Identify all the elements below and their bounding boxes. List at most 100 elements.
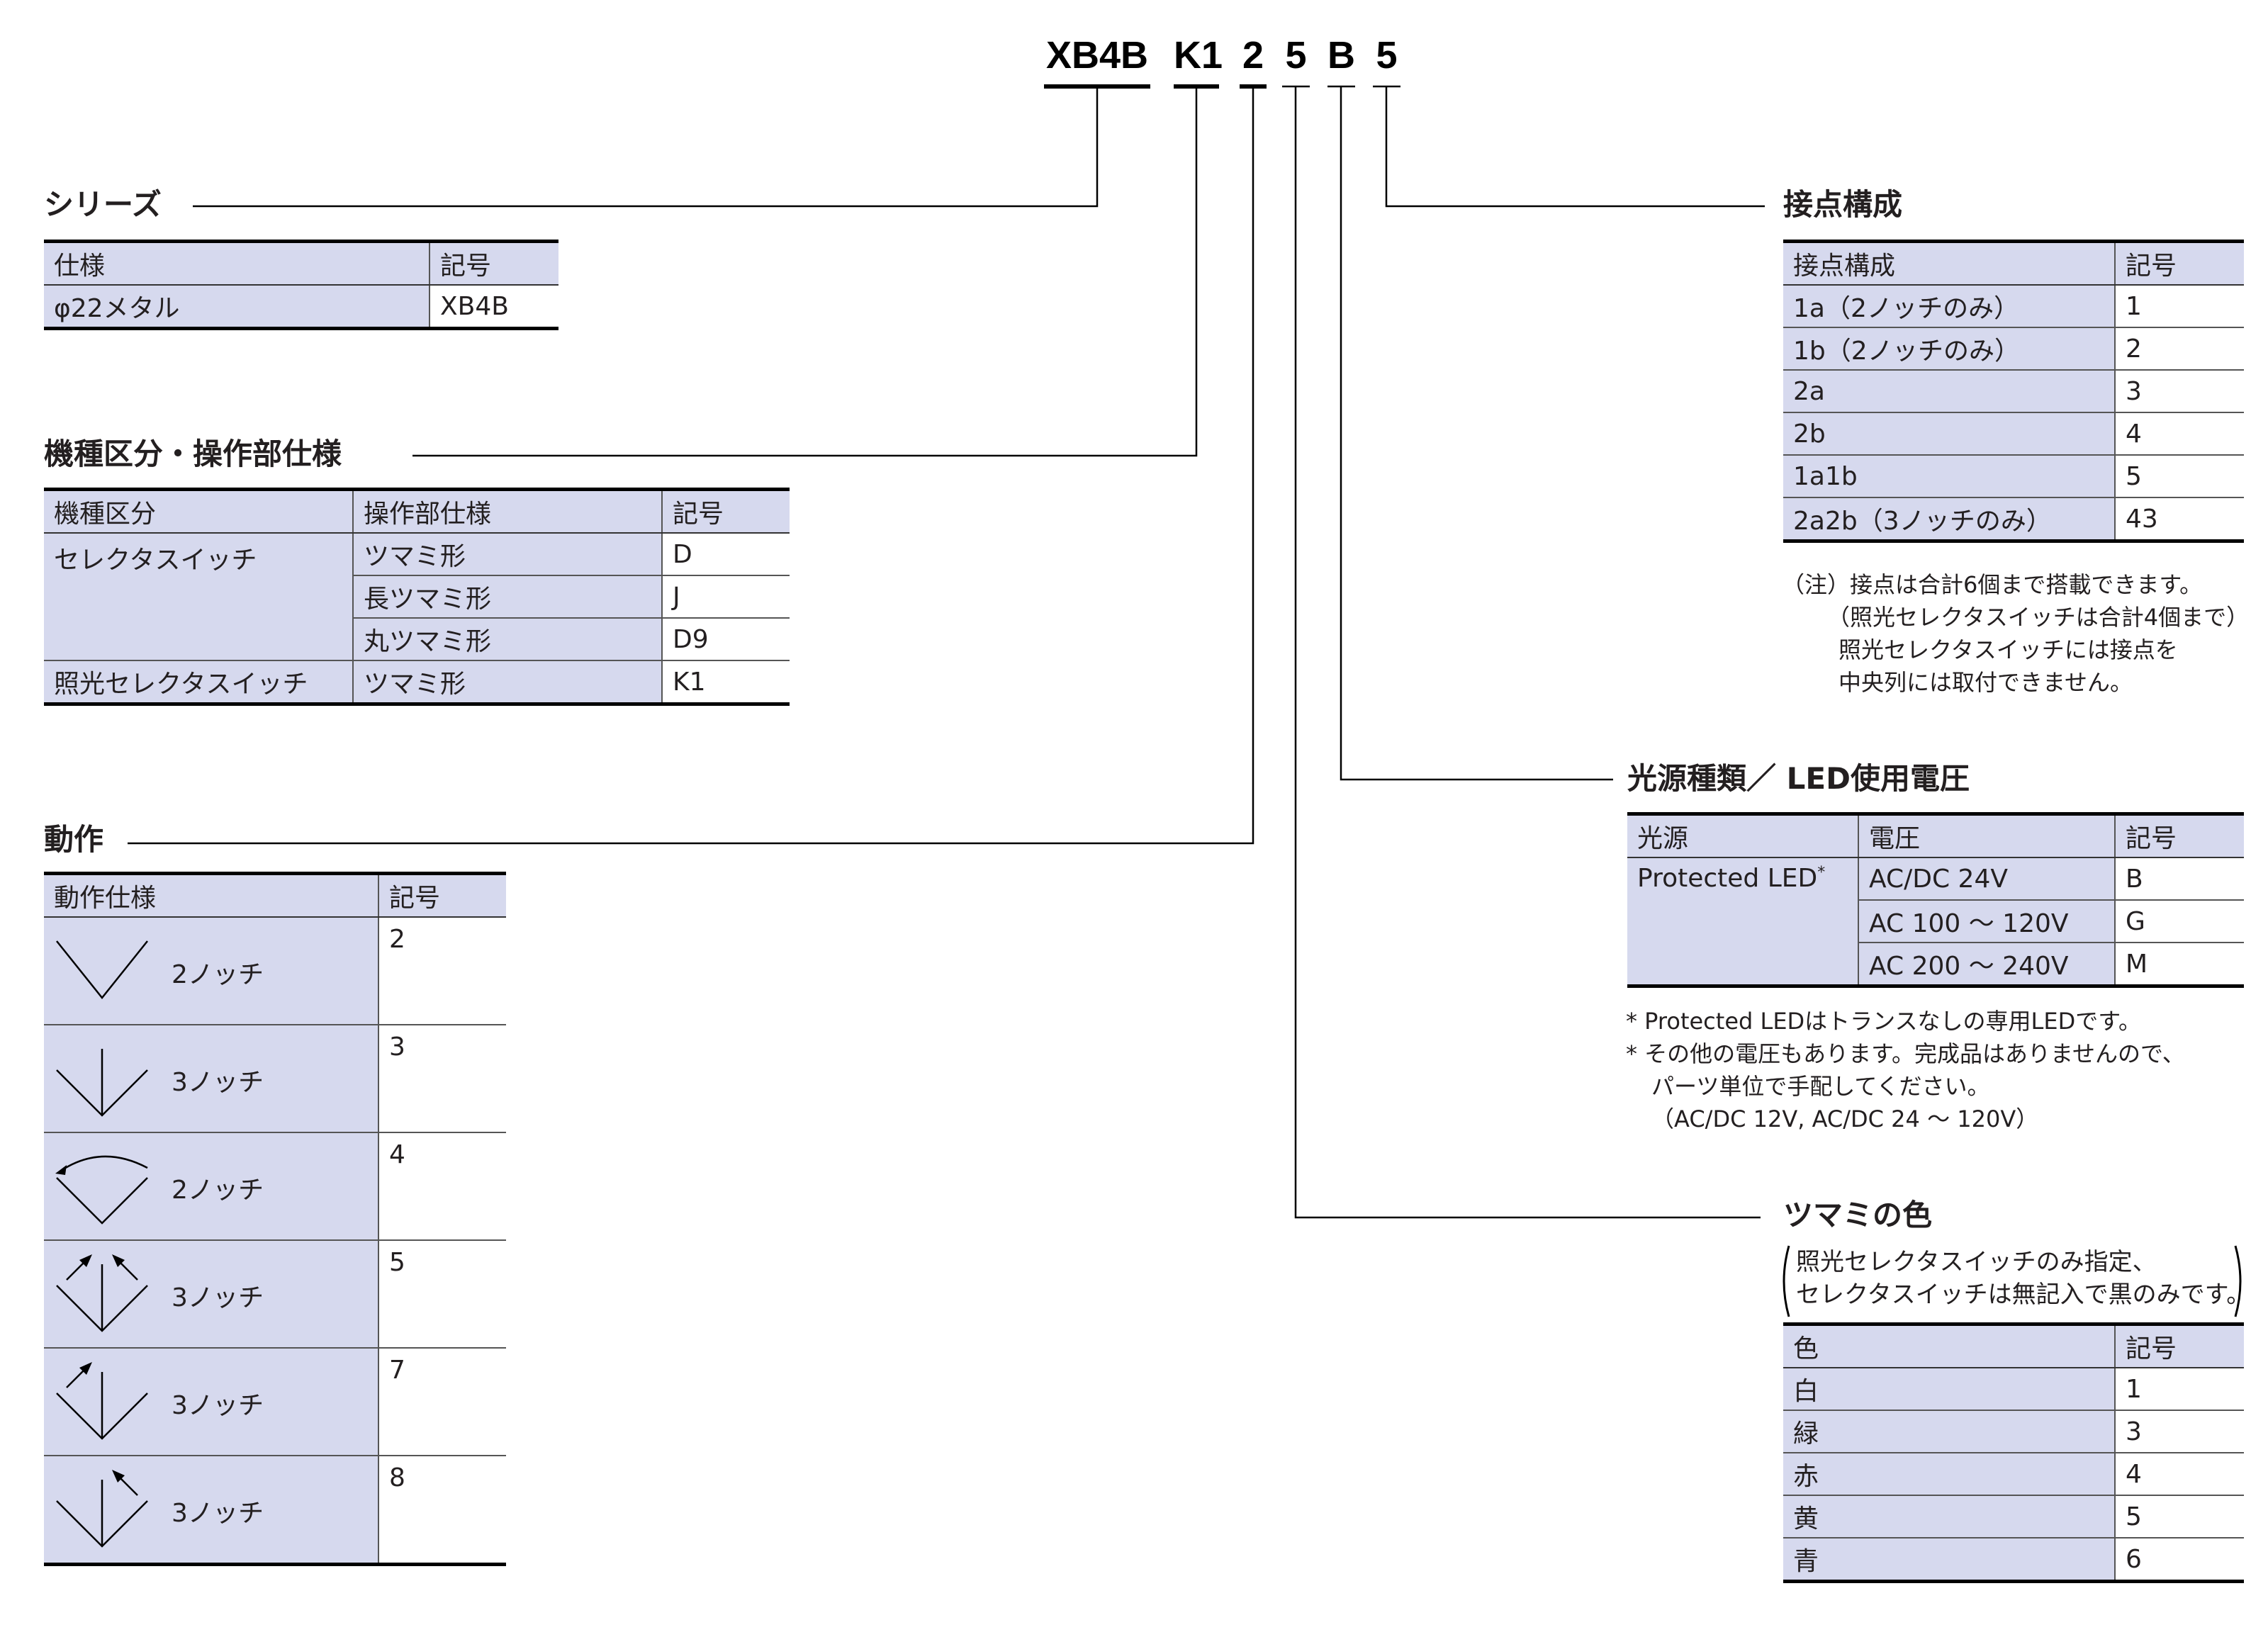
v-3notch-both-return-icon <box>56 1254 148 1332</box>
code-cell: 4 <box>2114 1453 2244 1496</box>
table-row: 照光セレクタスイッチ ツマミ形 K1 <box>44 660 790 705</box>
note-line: （照光セレクタスイッチは合計4個まで） <box>1827 604 2250 631</box>
header-cell: 仕様 <box>44 241 430 286</box>
table-header-row: 色 記号 <box>1783 1324 2244 1368</box>
contact-cell: 2a2b（3ノッチのみ） <box>1783 497 2115 542</box>
motion-cell: 3ノッチ <box>44 1456 378 1565</box>
header-cell: 記号 <box>2114 814 2244 858</box>
asterisk-mark: * <box>1817 864 1826 882</box>
code-segment-type: K1 <box>1174 34 1223 77</box>
notch-label: 2ノッチ <box>172 960 264 989</box>
table-row: 3ノッチ 3 <box>44 1025 506 1133</box>
notch-label: 3ノッチ <box>172 1499 264 1528</box>
type-cell: セレクタスイッチ <box>44 533 353 661</box>
spec-cell: φ22メタル <box>44 285 430 330</box>
header-cell: 光源 <box>1627 814 1858 858</box>
code-cell: D9 <box>661 618 790 661</box>
table-header-row: 機種区分 操作部仕様 記号 <box>44 489 790 534</box>
code-segment-contacts: 5 <box>1376 34 1398 77</box>
header-cell: 記号 <box>661 489 790 534</box>
v-2notch-icon <box>56 940 148 1000</box>
code-cell: 43 <box>2114 497 2244 542</box>
table-row: 丸ツマミ形 D9 <box>44 618 790 661</box>
table-row: Protected LED* AC/DC 24V B <box>1627 857 2244 987</box>
header-cell: 動作仕様 <box>44 873 378 918</box>
type-operator-table: 機種区分 操作部仕様 記号 セレクタスイッチ ツマミ形 D 長ツマミ形 J 丸ツ… <box>44 488 790 706</box>
code-cell: 2 <box>2114 327 2244 371</box>
note-line: * その他の電圧もあります。完成品はありませんので、 <box>1626 1040 2185 1067</box>
light-source-table: 光源 電圧 記号 Protected LED* AC/DC 24V B AC 1… <box>1627 812 2244 988</box>
code-cell: K1 <box>661 660 790 705</box>
v-3notch-icon <box>56 1049 148 1117</box>
note-line: パーツ単位で手配してください。 <box>1651 1073 1990 1100</box>
code-cell: 4 <box>2114 412 2244 456</box>
source-label: Protected LED <box>1637 864 1818 893</box>
connector-series <box>193 86 1099 208</box>
notch-label: 3ノッチ <box>172 1283 264 1312</box>
right-bracket <box>2234 1245 2242 1317</box>
source-cell: Protected LED* <box>1627 857 1858 987</box>
series-table: 仕様 記号 φ22メタル XB4B <box>44 240 558 330</box>
code-cell: M <box>2114 943 2244 987</box>
header-cell: 電圧 <box>1858 814 2115 858</box>
table-row: 2a2b（3ノッチのみ）43 <box>1783 497 2244 542</box>
note-line: 照光セレクタスイッチのみ指定、 <box>1796 1248 2157 1276</box>
left-bracket <box>1783 1245 1790 1317</box>
code-cell: 3 <box>378 1025 506 1133</box>
note-line: 照光セレクタスイッチには接点を <box>1838 636 2178 663</box>
code-cell: G <box>2114 900 2244 943</box>
contact-cell: 1a（2ノッチのみ） <box>1783 285 2115 328</box>
header-cell: 記号 <box>429 241 558 286</box>
table-row: 2ノッチ 4 <box>44 1132 506 1241</box>
note-line: 中央列には取付できません。 <box>1838 669 2133 696</box>
header-cell: 接点構成 <box>1783 241 2115 286</box>
table-header-row: 動作仕様 記号 <box>44 873 506 918</box>
connector-knob-color <box>1294 86 1761 1219</box>
table-header-row: 仕様 記号 <box>44 241 558 286</box>
table-row: セレクタスイッチ ツマミ形 D <box>44 533 790 661</box>
color-cell: 赤 <box>1783 1453 2115 1496</box>
knob-color-subnote: 照光セレクタスイッチのみ指定、 セレクタスイッチは無記入で黒のみです。 <box>1796 1246 2250 1311</box>
code-cell: 3 <box>2114 370 2244 413</box>
code-cell: 5 <box>378 1240 506 1349</box>
motion-table: 動作仕様 記号 2ノッチ 2 3ノッチ 3 2ノッチ <box>44 872 506 1566</box>
header-cell: 色 <box>1783 1324 2115 1368</box>
code-segment-motion: 2 <box>1242 34 1264 77</box>
connector-light-source <box>1340 86 1613 781</box>
notch-label: 3ノッチ <box>172 1391 264 1420</box>
color-cell: 青 <box>1783 1538 2115 1582</box>
code-cell: 2 <box>378 917 506 1025</box>
contact-cell: 1b（2ノッチのみ） <box>1783 327 2115 371</box>
motion-cell: 2ノッチ <box>44 1132 378 1241</box>
light-source-heading: 光源種類／ LED使用電圧 <box>1627 761 1970 796</box>
notch-label: 3ノッチ <box>172 1068 264 1097</box>
table-row: 3ノッチ 5 <box>44 1240 506 1349</box>
color-cell: 黄 <box>1783 1495 2115 1538</box>
code-cell: J <box>661 575 790 619</box>
code-segment-light-source: B <box>1327 34 1355 77</box>
code-cell: B <box>2114 857 2244 901</box>
v-2notch-arc-return-icon <box>55 1155 148 1225</box>
operator-cell: 丸ツマミ形 <box>352 618 662 661</box>
header-cell: 記号 <box>378 873 506 918</box>
table-row: 2ノッチ 2 <box>44 917 506 1025</box>
code-cell: 3 <box>2114 1410 2244 1453</box>
table-row: 1b（2ノッチのみ）2 <box>1783 327 2244 371</box>
notch-label: 2ノッチ <box>172 1176 264 1205</box>
code-cell: 5 <box>2114 1495 2244 1538</box>
contacts-heading: 接点構成 <box>1783 187 1903 222</box>
code-cell: 1 <box>2114 1368 2244 1411</box>
table-row: φ22メタル XB4B <box>44 285 558 330</box>
color-cell: 白 <box>1783 1368 2115 1411</box>
code-cell: XB4B <box>429 285 558 330</box>
table-row: 3ノッチ 7 <box>44 1348 506 1456</box>
connector-contacts <box>1385 86 1765 208</box>
connector-type <box>412 86 1198 457</box>
